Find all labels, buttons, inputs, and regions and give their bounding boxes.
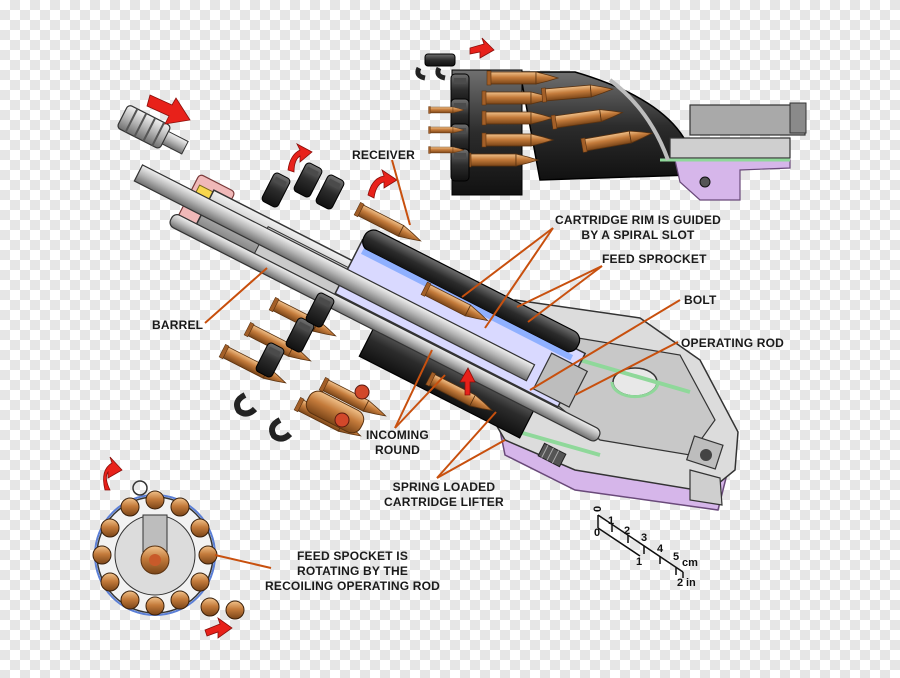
cm-tick-4: 4 — [657, 543, 664, 555]
label-spring-loaded-lifter: SPRING LOADED CARTRIDGE LIFTER — [384, 480, 504, 509]
in-tick-1: 1 — [636, 556, 642, 568]
cm-tick-0: 0 — [592, 506, 604, 512]
in-tick-0: 0 — [594, 527, 600, 539]
label-operating-rod: OPERATING ROD — [681, 336, 785, 350]
in-unit: in — [686, 577, 696, 589]
sprocket-rounds — [92, 490, 245, 620]
cm-tick-2: 2 — [624, 525, 630, 537]
cm-tick-5: 5 — [673, 551, 679, 563]
scale-bar — [597, 514, 684, 578]
motion-arrows — [103, 37, 495, 639]
leader-lines — [204, 159, 681, 569]
belt-rounds-lower — [218, 291, 390, 443]
label-feed-spocket-note: FEED SPOCKET IS ROTATING BY THE RECOILIN… — [265, 549, 441, 593]
cm-unit: cm — [682, 557, 698, 569]
in-tick-2: 2 — [677, 577, 683, 589]
label-receiver: RECEIVER — [352, 148, 415, 162]
cm-tick-3: 3 — [641, 532, 647, 544]
label-feed-sprocket: FEED SPROCKET — [602, 252, 707, 266]
scale-labels: 0 1 2 3 4 5 cm 0 1 2 in — [592, 506, 698, 589]
inset-spiral-slot — [415, 53, 807, 201]
gun-assembly — [117, 105, 739, 511]
label-incoming-round: INCOMING ROUND — [366, 428, 429, 457]
inset-feed-sprocket — [92, 480, 245, 620]
cm-tick-1: 1 — [608, 515, 614, 527]
label-cartridge-rim: CARTRIDGE RIM IS GUIDED BY A SPIRAL SLOT — [555, 213, 721, 242]
label-bolt: BOLT — [684, 293, 717, 307]
label-barrel: BARREL — [152, 318, 204, 332]
